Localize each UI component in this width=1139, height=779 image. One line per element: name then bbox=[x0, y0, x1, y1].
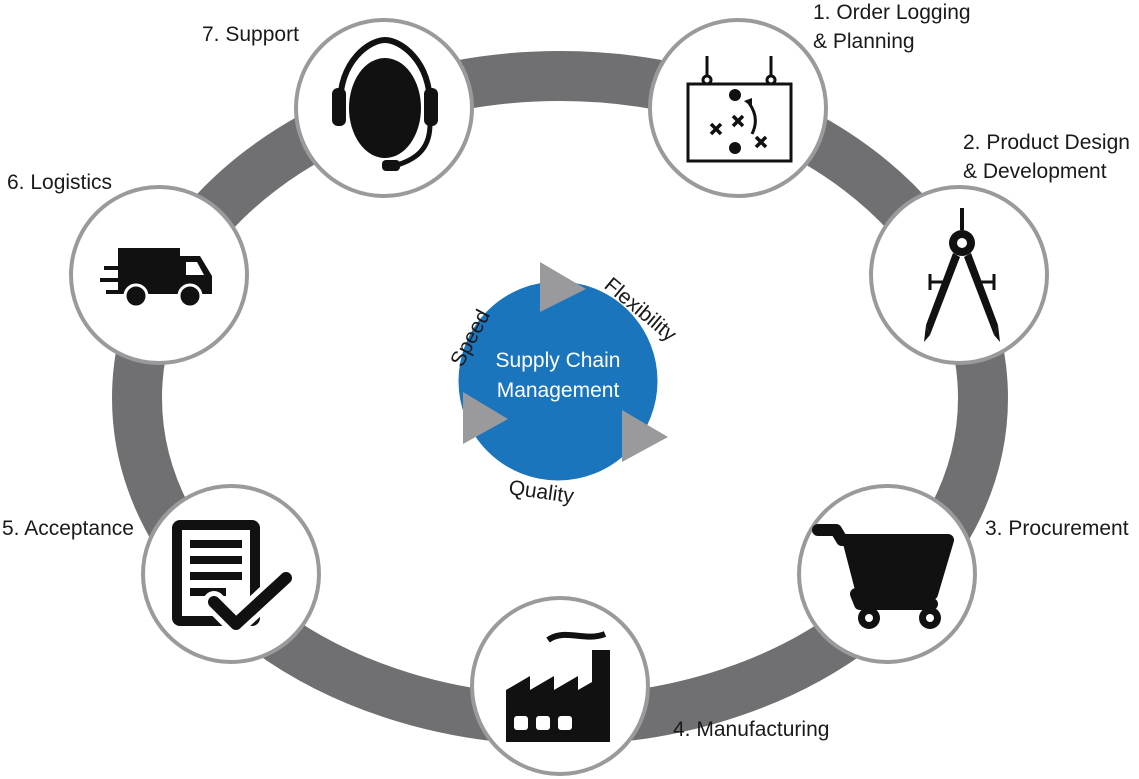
step-6-label: 6. Logistics bbox=[7, 168, 112, 197]
delivery-truck-icon bbox=[100, 248, 212, 309]
planning-board-icon bbox=[686, 56, 793, 163]
step-4-label: 4. Manufacturing bbox=[673, 715, 829, 744]
factory-icon bbox=[506, 631, 610, 742]
cycle-arrow-left bbox=[463, 392, 508, 444]
center-circle bbox=[457, 280, 659, 482]
step-2-label-line-1: 2. Product Design bbox=[963, 131, 1130, 154]
center-title-line-1: Supply Chain bbox=[495, 349, 621, 372]
step-2-label: 2. Product Design & Development bbox=[963, 128, 1130, 186]
step-7-label: 7. Support bbox=[202, 20, 299, 49]
step-6-node bbox=[69, 185, 249, 365]
checked-document-icon bbox=[172, 520, 297, 635]
step-5-label: 5. Acceptance bbox=[2, 514, 134, 543]
step-1-node bbox=[648, 18, 828, 198]
step-1-label: 1. Order Logging & Planning bbox=[813, 0, 971, 56]
step-1-label-line-2: & Planning bbox=[813, 30, 915, 53]
step-6-label-line-1: 6. Logistics bbox=[7, 171, 113, 194]
headset-icon bbox=[332, 36, 438, 171]
step-1-label-line-1: 1. Order Logging bbox=[813, 1, 971, 24]
center-title-line-2: Management bbox=[496, 379, 620, 402]
cycle-arrow-right bbox=[622, 410, 668, 462]
step-5-node bbox=[141, 484, 321, 664]
step-4-node bbox=[470, 596, 650, 776]
step-4-label-line-1: 4. Manufacturing bbox=[673, 718, 830, 741]
step-3-label-line-1: 3. Procurement bbox=[985, 517, 1129, 540]
step-2-label-line-2: & Development bbox=[963, 160, 1107, 183]
step-7-node bbox=[294, 18, 474, 198]
center-title: Supply Chain Management bbox=[468, 346, 648, 406]
step-5-label-line-1: 5. Acceptance bbox=[2, 517, 134, 540]
shopping-cart-icon bbox=[812, 524, 954, 629]
compass-icon bbox=[924, 208, 1000, 342]
step-7-label-line-1: 7. Support bbox=[202, 23, 299, 46]
step-2-node bbox=[869, 185, 1049, 365]
step-3-label: 3. Procurement bbox=[985, 514, 1129, 543]
cycle-arrow-top bbox=[540, 262, 586, 312]
step-3-node bbox=[797, 484, 977, 664]
